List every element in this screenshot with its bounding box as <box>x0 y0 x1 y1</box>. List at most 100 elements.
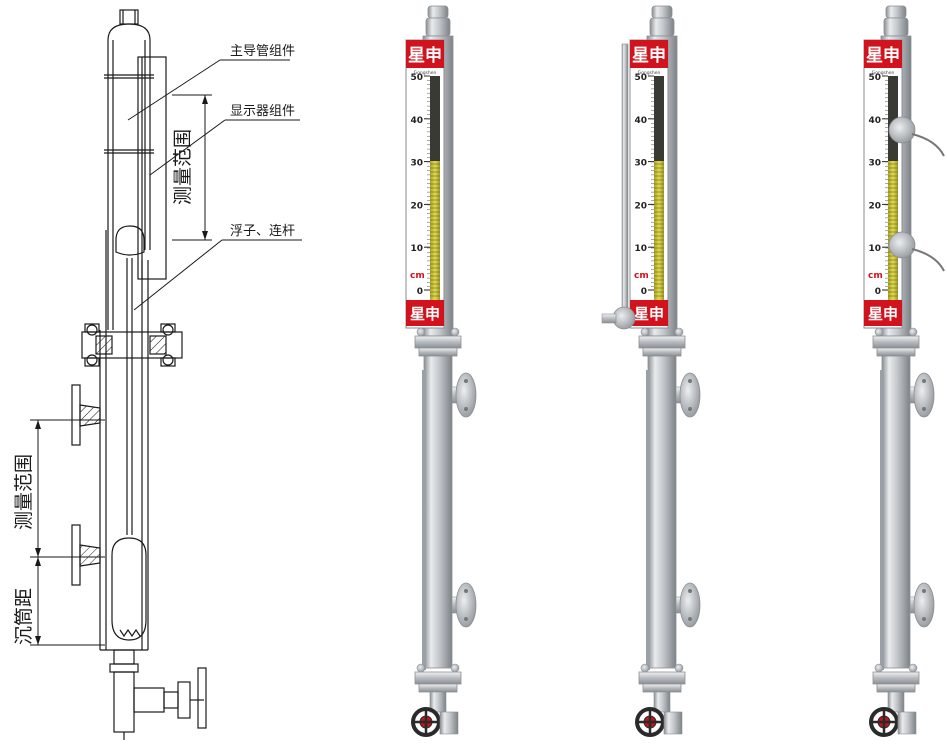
side-flange-bolt <box>922 379 926 383</box>
lower-tube <box>423 355 453 669</box>
flange-plate <box>872 671 920 685</box>
flange-bolt <box>874 663 884 673</box>
scale-number: 20 <box>634 201 647 211</box>
scale-number: 30 <box>410 159 423 169</box>
brand-header <box>864 40 902 68</box>
switch-cable <box>911 248 945 272</box>
flange-plate <box>642 347 682 357</box>
side-flange <box>455 372 477 418</box>
side-flange-bolt <box>688 407 692 411</box>
limit-switch <box>888 116 916 144</box>
scale-number: 20 <box>410 201 423 211</box>
drain-pipe <box>887 691 905 713</box>
transmitter-tube <box>621 43 629 315</box>
brand-footer <box>406 300 444 326</box>
flange-bolt <box>450 663 460 673</box>
flange-bolt <box>908 327 918 337</box>
product-photos: 星申Gongshen50403020100cm星申星申Gongshen50403… <box>405 5 945 737</box>
sinker-float <box>111 537 147 641</box>
flange-bolt <box>674 327 684 337</box>
mid-flange <box>81 331 183 359</box>
lower-tube-shadow <box>646 370 650 670</box>
indicator-fill <box>888 161 898 300</box>
valve-handwheel <box>635 707 665 737</box>
flange-plate <box>876 683 916 693</box>
flange-bolt <box>640 663 650 673</box>
indicator-fill <box>430 161 440 300</box>
lower-tube-shadow <box>422 370 426 670</box>
scale-number: 0 <box>641 287 647 297</box>
side-flange <box>455 582 477 628</box>
scale-number: 40 <box>868 116 881 126</box>
side-flange-bolt <box>922 589 926 593</box>
side-flange-bolt <box>922 617 926 621</box>
scale-unit: cm <box>868 271 883 281</box>
lower-side-flange <box>71 524 81 586</box>
drain-valve-body <box>133 687 165 713</box>
brand-header <box>406 40 444 68</box>
brand-subname: Gongshen <box>638 70 661 76</box>
side-flange-bolt <box>464 617 468 621</box>
flange-plate <box>638 335 686 349</box>
side-flange-bolt <box>688 379 692 383</box>
lower-tube-shadow <box>880 370 884 670</box>
transmitter-gland <box>601 313 617 324</box>
brand-name: 星申 <box>408 45 442 66</box>
label-indicator-assembly: 显示器组件 <box>230 104 295 119</box>
flange-bolt <box>640 327 650 337</box>
valve-handwheel <box>869 707 899 737</box>
side-flange <box>913 582 935 628</box>
flange-bolt <box>674 663 684 673</box>
label-main-guide-tube: 主导管组件 <box>230 44 295 59</box>
scale-number: 50 <box>410 73 423 83</box>
scale-number: 40 <box>410 116 423 126</box>
side-flange-bolt <box>922 407 926 411</box>
brand-name: 星申 <box>634 305 664 323</box>
scale-unit: cm <box>634 271 649 281</box>
scale-number: 10 <box>410 244 423 254</box>
flange-bolt <box>874 327 884 337</box>
side-flange-bolt <box>688 589 692 593</box>
side-flange <box>679 582 701 628</box>
top-dome <box>107 23 151 41</box>
flange-plate <box>414 335 462 349</box>
flange-plate <box>642 683 682 693</box>
brand-subname: Gongshen <box>414 70 437 76</box>
gauge-top-cap <box>649 17 675 37</box>
scale-number: 30 <box>634 159 647 169</box>
valve-handwheel <box>411 707 441 737</box>
valve-body <box>897 711 917 735</box>
brand-name: 星申 <box>632 45 666 66</box>
flange-plate <box>638 671 686 685</box>
indicator-box <box>137 56 167 280</box>
gauge-top-cap <box>425 17 451 37</box>
brand-name: 星申 <box>410 305 440 323</box>
flange-plate <box>872 335 920 349</box>
side-flange-bolt <box>464 589 468 593</box>
upper-side-flange <box>71 384 81 446</box>
flange-bolt <box>416 327 426 337</box>
scale-number: 50 <box>634 73 647 83</box>
drain-pipe <box>653 691 671 713</box>
internal-float <box>115 225 145 256</box>
gauge-top-cap <box>883 17 909 37</box>
drain-pipe <box>429 691 447 713</box>
side-flange-bolt <box>464 379 468 383</box>
brand-name: 星申 <box>868 305 898 323</box>
valve-body <box>663 711 683 735</box>
brand-footer <box>630 300 668 326</box>
scale-number: 10 <box>868 244 881 254</box>
scale-number: 10 <box>634 244 647 254</box>
indicator-fill <box>654 161 664 300</box>
limit-switch <box>888 231 916 259</box>
flange-plate <box>418 683 458 693</box>
gauge-top-cap <box>885 5 907 19</box>
brand-subname: Gongshen <box>872 70 895 76</box>
scale-number: 0 <box>417 287 423 297</box>
label-measuring-range-upper: 测量范围 <box>172 129 194 205</box>
label-sinker-distance: 沉筒距 <box>13 588 35 645</box>
gauge-top-cap <box>427 5 449 19</box>
